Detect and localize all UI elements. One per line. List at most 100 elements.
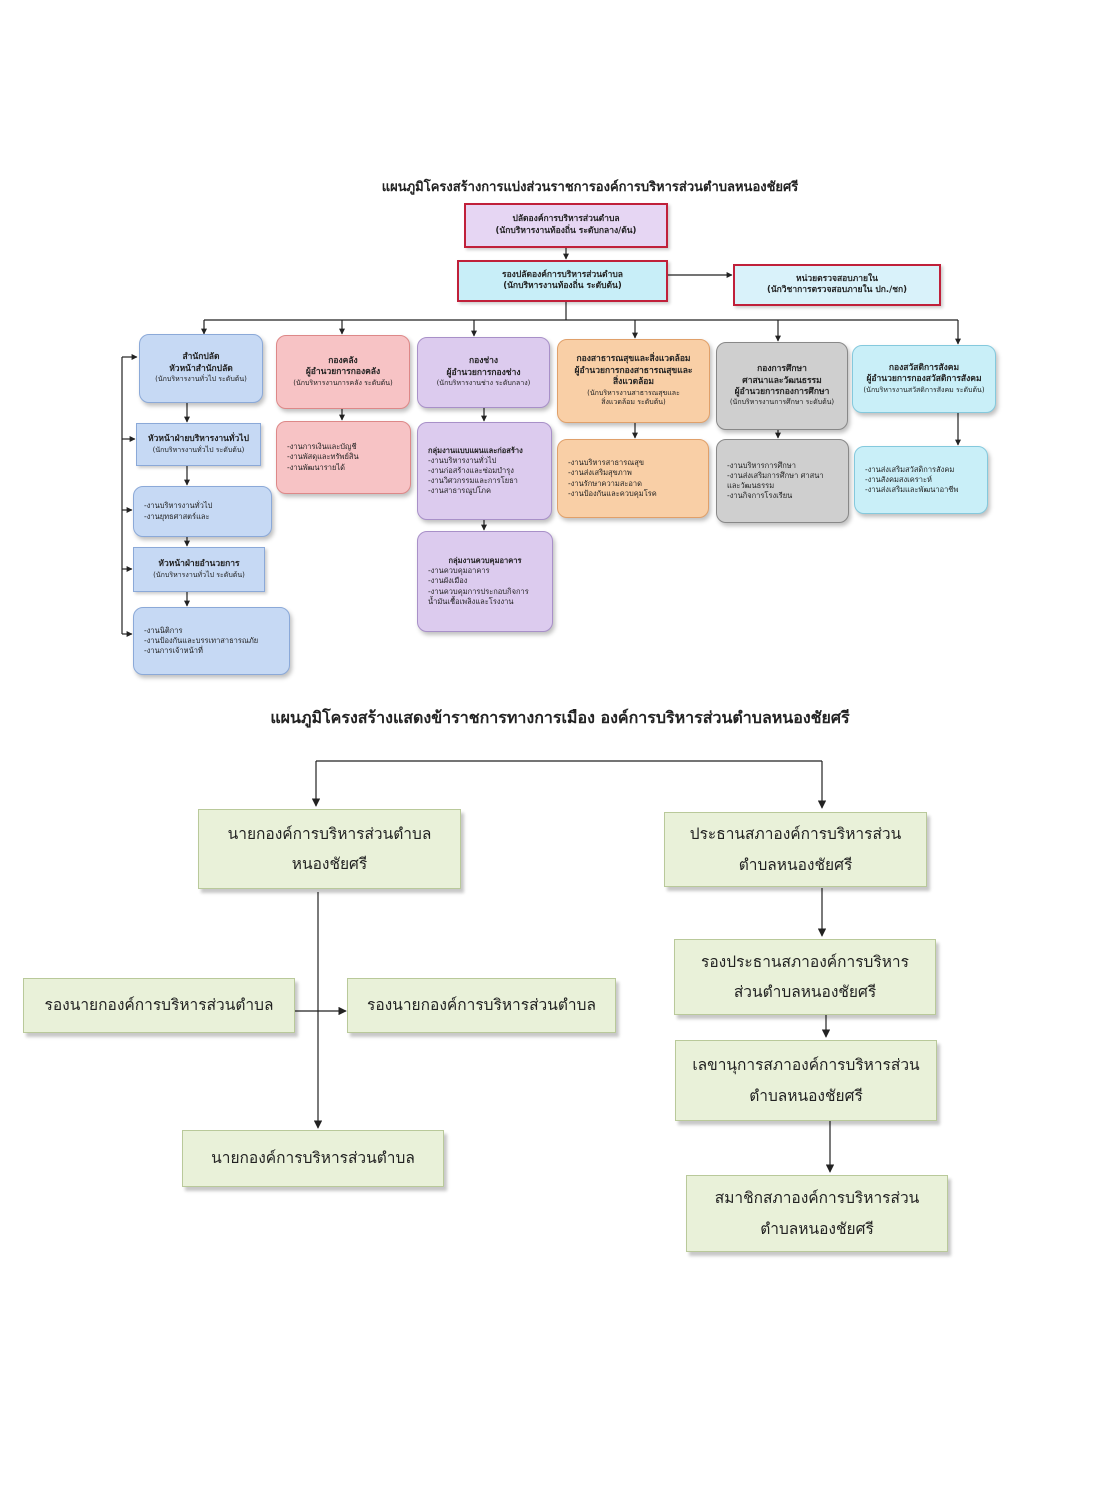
health-role-line: สิ่งแวดล้อม [612,377,655,388]
deputy-mayor-right-label: รองนายกองค์การบริหารส่วนตำบล [367,996,596,1015]
education-level: (นักบริหารงานการศึกษา ระดับต้น) [729,398,835,407]
health-box: กองสาธารณสุขและสิ่งแวดล้อม ผู้อำนวยการกอ… [557,339,710,423]
org-chart-title: แผนภูมิโครงสร้างการแบ่งส่วนราชการองค์การ… [381,180,799,195]
council-secretary-line: เลขานุการสภาองค์การบริหารส่วน [692,1056,920,1075]
head-subtitle: (นักบริหารงานท้องถิ่น ระดับกลาง/ต้น) [495,225,637,236]
list-item: -งานส่งเสริมการศึกษา ศาสนา [727,470,824,480]
council-member-line: สมาชิกสภาองค์การบริหารส่วน [714,1189,920,1208]
list-item: -งานพัสดุและทรัพย์สิน [287,452,359,462]
list-item: -งานนิติการ [144,625,183,635]
audit-title: หน่วยตรวจสอบภายใน [795,273,878,284]
council-president-line: ตำบลหนองชัยศรี [738,855,853,874]
welfare-level: (นักบริหารงานสวัสดิการสังคม ระดับต้น) [863,385,985,394]
list-item: -งานบริหารการศึกษา [727,460,796,470]
list-item: -งานบริหารงานทั่วไป [428,455,497,465]
engineering-group2-title: กลุ่มงานควบคุมอาคาร [448,556,522,566]
council-president-box: ประธานสภาองค์การบริหารส่วน ตำบลหนองชัยศร… [664,812,927,887]
finance-title: กองคลัง [328,355,358,366]
deputy-mayor-right-box: รองนายกองค์การบริหารส่วนตำบล [347,978,616,1033]
list-item: และวัฒนธรรม [727,481,775,490]
list-item: -งานก่อสร้างและซ่อมบำรุง [428,465,514,475]
education-role: ผู้อำนวยการกองการศึกษา [734,387,830,398]
engineering-group1-box: กลุ่มงานแบบแผนและก่อสร้าง -งานบริหารงานท… [417,422,552,520]
engineering-level: (นักบริหารงานช่าง ระดับกลาง) [436,379,531,388]
office-list2-box: -งานนิติการ -งานป้องกันและบรรเทาสาธารณภั… [133,607,290,675]
list-item: -งานการเงินและบัญชี [287,442,357,452]
office-sub2-box: หัวหน้าฝ่ายอำนวยการ (นักบริหารงานทั่วไป … [133,547,265,592]
engineering-role: ผู้อำนวยการกองช่าง [446,367,521,378]
office-level: (นักบริหารงานทั่วไป ระดับต้น) [155,375,247,384]
mayor-line: หนองชัยศรี [291,855,368,873]
engineering-title: กองช่าง [468,356,499,367]
health-list-box: -งานบริหารสาธารณสุข -งานส่งเสริมสุขภาพ -… [557,439,709,518]
list-item: -งานป้องกันและควบคุมโรค [568,488,657,498]
list-item: -งานป้องกันและบรรเทาสาธารณภัย [144,635,259,645]
health-title: กองสาธารณสุขและสิ่งแวดล้อม [576,354,691,365]
finance-box: กองคลัง ผู้อำนวยการกองคลัง (นักบริหารงาน… [276,335,410,409]
finance-list-box: -งานการเงินและบัญชี -งานพัสดุและทรัพย์สิ… [276,421,411,494]
council-secretary-box: เลขานุการสภาองค์การบริหารส่วน ตำบลหนองชั… [675,1040,937,1121]
list-item: น้ำมันเชื้อเพลิงและโรงงาน [428,596,514,606]
list-item: -งานสาธารณูปโภค [428,486,492,496]
office-title: สำนักปลัด [182,352,220,363]
head-title: ปลัดองค์การบริหารส่วนตำบล [512,214,620,225]
office-list1-box: -งานบริหารงานทั่วไป -งานยุทธศาสตร์และ [133,486,272,537]
list-item: -งานส่งเสริมสุขภาพ [568,468,632,478]
council-vice-line: ส่วนตำบลหนองชัยศรี [733,983,877,1001]
list-item: -งานบริหารสาธารณสุข [568,458,644,468]
list-item: -งานควบคุมอาคาร [428,566,490,576]
head-box: ปลัดองค์การบริหารส่วนตำบล (นักบริหารงานท… [464,203,668,248]
council-vice-box: รองประธานสภาองค์การบริหาร ส่วนตำบลหนองชั… [674,939,936,1015]
council-vice-line: รองประธานสภาองค์การบริหาร [701,952,909,971]
education-title: กองการศึกษา [757,364,807,375]
welfare-role: ผู้อำนวยการกองสวัสดิการสังคม [866,374,982,385]
list-item: -งานบริหารงานทั่วไป [144,501,213,511]
deputy-title: รองปลัดองค์การบริหารส่วนตำบล [502,269,623,280]
audit-box: หน่วยตรวจสอบภายใน (นักวิชาการตรวจสอบภายใ… [733,264,941,306]
list-item: -งานผังเมือง [428,576,468,586]
finance-role: ผู้อำนวยการกองคลัง [305,367,381,378]
education-title2: ศาสนาและวัฒนธรรม [742,375,822,386]
welfare-box: กองสวัสดิการสังคม ผู้อำนวยการกองสวัสดิกา… [852,345,996,413]
list-item: -งานควบคุมการประกอบกิจการ [428,586,529,596]
deputy-subtitle: (นักบริหารงานท้องถิ่น ระดับต้น) [503,281,622,291]
mayor-box: นายกองค์การบริหารส่วนตำบล หนองชัยศรี [198,809,461,889]
list-item: -งานวิศวกรรมและการโยธา [428,476,518,486]
office-sub1-level: (นักบริหารงานทั่วไป ระดับต้น) [152,445,245,454]
deputy-mayor-left-label: รองนายกองค์การบริหารส่วนตำบล [44,996,274,1015]
health-level-line: (นักบริหารงานสาธารณสุขและ [587,388,680,397]
mayor-bottom-label: นายกองค์การบริหารส่วนตำบล [211,1149,415,1168]
office-sub2-level: (นักบริหารงานทั่วไป ระดับต้น) [153,570,245,579]
deputy-mayor-left-box: รองนายกองค์การบริหารส่วนตำบล [23,978,295,1033]
mayor-bottom-box: นายกองค์การบริหารส่วนตำบล [182,1130,444,1187]
mayor-line: นายกองค์การบริหารส่วนตำบล [227,824,432,843]
list-item: -งานสังคมสงเคราะห์ [865,474,932,484]
office-sub1-title: หัวหน้าฝ่ายบริหารงานทั่วไป [148,434,249,445]
engineering-group1-title: กลุ่มงานแบบแผนและก่อสร้าง [428,445,523,455]
deputy-box: รองปลัดองค์การบริหารส่วนตำบล (นักบริหารง… [457,260,668,302]
council-member-box: สมาชิกสภาองค์การบริหารส่วน ตำบลหนองชัยศร… [686,1175,948,1252]
office-sub2-title: หัวหน้าฝ่ายอำนวยการ [158,559,240,570]
engineering-group2-box: กลุ่มงานควบคุมอาคาร -งานควบคุมอาคาร -งาน… [417,531,553,632]
list-item: -งานรักษาความสะอาด [568,478,643,488]
welfare-title: กองสวัสดิการสังคม [888,362,960,373]
office-sub1-box: หัวหน้าฝ่ายบริหารงานทั่วไป (นักบริหารงาน… [136,423,261,466]
list-item: -งานการเจ้าหน้าที่ [144,646,203,656]
welfare-list-box: -งานส่งเสริมสวัสดิการสังคม -งานสังคมสงเค… [854,446,988,514]
health-role-line: ผู้อำนวยการกองสาธารณสุขและ [574,365,693,376]
education-list-box: -งานบริหารการศึกษา -งานส่งเสริมการศึกษา … [716,439,849,523]
political-chart-title: แผนภูมิโครงสร้างแสดงข้าราชการทางการเมือง… [270,708,850,727]
education-box: กองการศึกษา ศาสนาและวัฒนธรรม ผู้อำนวยการ… [716,342,848,430]
council-member-line: ตำบลหนองชัยศรี [760,1219,874,1238]
office-role: หัวหน้าสำนักปลัด [169,363,233,374]
council-secretary-line: ตำบลหนองชัยศรี [749,1086,863,1105]
engineering-box: กองช่าง ผู้อำนวยการกองช่าง (นักบริหารงาน… [417,337,550,408]
list-item: -งานส่งเสริมสวัสดิการสังคม [865,464,955,474]
list-item: -งานกิจการโรงเรียน [727,491,793,501]
office-box: สำนักปลัด หัวหน้าสำนักปลัด (นักบริหารงาน… [139,334,263,403]
list-item: -งานส่งเสริมและพัฒนาอาชีพ [865,485,959,495]
list-item: -งานยุทธศาสตร์และ [144,511,210,521]
finance-level: (นักบริหารงานการคลัง ระดับต้น) [293,378,393,387]
audit-subtitle: (นักวิชาการตรวจสอบภายใน ปก./ชก) [766,285,908,295]
